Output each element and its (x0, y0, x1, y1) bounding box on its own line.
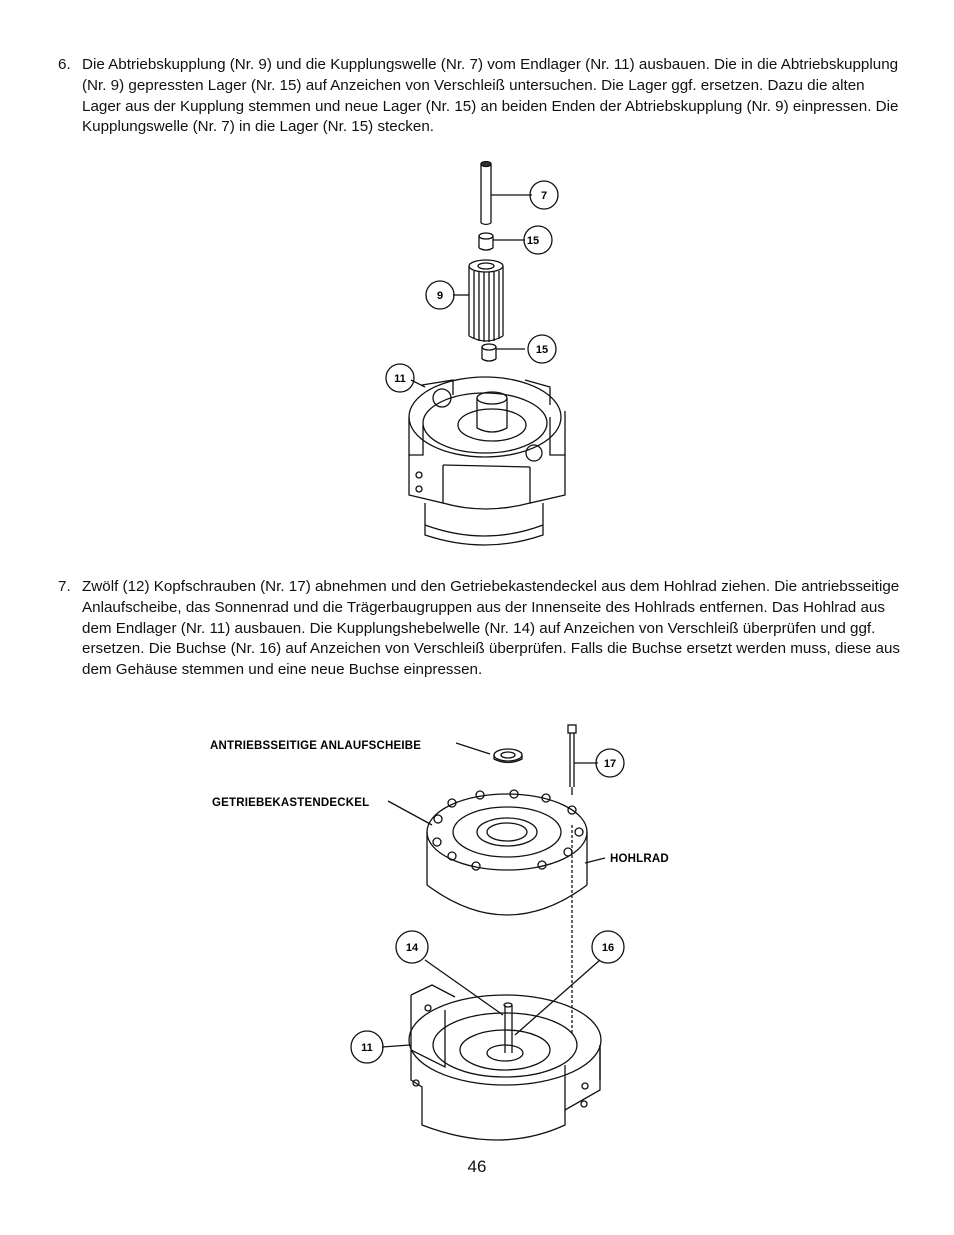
callout-bubble-15-top (523, 225, 553, 255)
coupling-shaft-7 (480, 160, 532, 226)
callout-bubble-14 (395, 930, 429, 964)
output-coupling-9 (453, 259, 504, 342)
callout-15-bottom: 15 (536, 344, 548, 356)
callout-11: 11 (394, 373, 406, 385)
label-ring-gear: HOHLRAD (610, 853, 669, 865)
callout-7: 7 (541, 190, 547, 202)
end-bearing-11 (408, 984, 602, 1141)
step-number: 7. (58, 578, 71, 595)
callout-15-top: 15 (527, 235, 539, 247)
callout-bubble-17 (595, 748, 625, 778)
callout-bubble-11 (385, 363, 415, 393)
callout-16: 16 (602, 942, 614, 954)
gearbox-cover (426, 789, 588, 916)
callout-17: 17 (604, 758, 616, 770)
label-thrust-washer: ANTRIEBSSEITIGE ANLAUFSCHEIBE (210, 740, 421, 752)
callout-bubble-11 (350, 1030, 384, 1064)
figure-coupling-exploded: 7 15 9 15 11 (385, 160, 566, 546)
end-bearing-11 (408, 376, 566, 546)
callout-bubble-9 (425, 280, 455, 310)
callout-bubble-7 (529, 180, 559, 210)
label-gearbox-cover: GETRIEBEKASTENDECKEL (212, 797, 369, 809)
step-number: 6. (58, 56, 71, 73)
callout-bubble-15-bottom (527, 334, 557, 364)
cap-screw-17 (567, 724, 598, 1035)
callout-14: 14 (406, 942, 419, 954)
thrust-washer (493, 748, 523, 764)
figure-gearbox-exploded: ANTRIEBSSEITIGE ANLAUFSCHEIBE GETRIEBEKA… (210, 724, 669, 1141)
step-text: Die Abtriebskupplung (Nr. 9) und die Kup… (82, 56, 899, 136)
callout-bubble-16 (591, 930, 625, 964)
bearing-15-bottom (481, 343, 525, 362)
callout-9: 9 (437, 290, 443, 302)
page-number: 46 (467, 1157, 487, 1176)
bearing-15-top (478, 232, 525, 251)
step-text: Zwölf (12) Kopfschrauben (Nr. 17) abnehm… (82, 578, 901, 679)
callout-11: 11 (361, 1042, 373, 1054)
